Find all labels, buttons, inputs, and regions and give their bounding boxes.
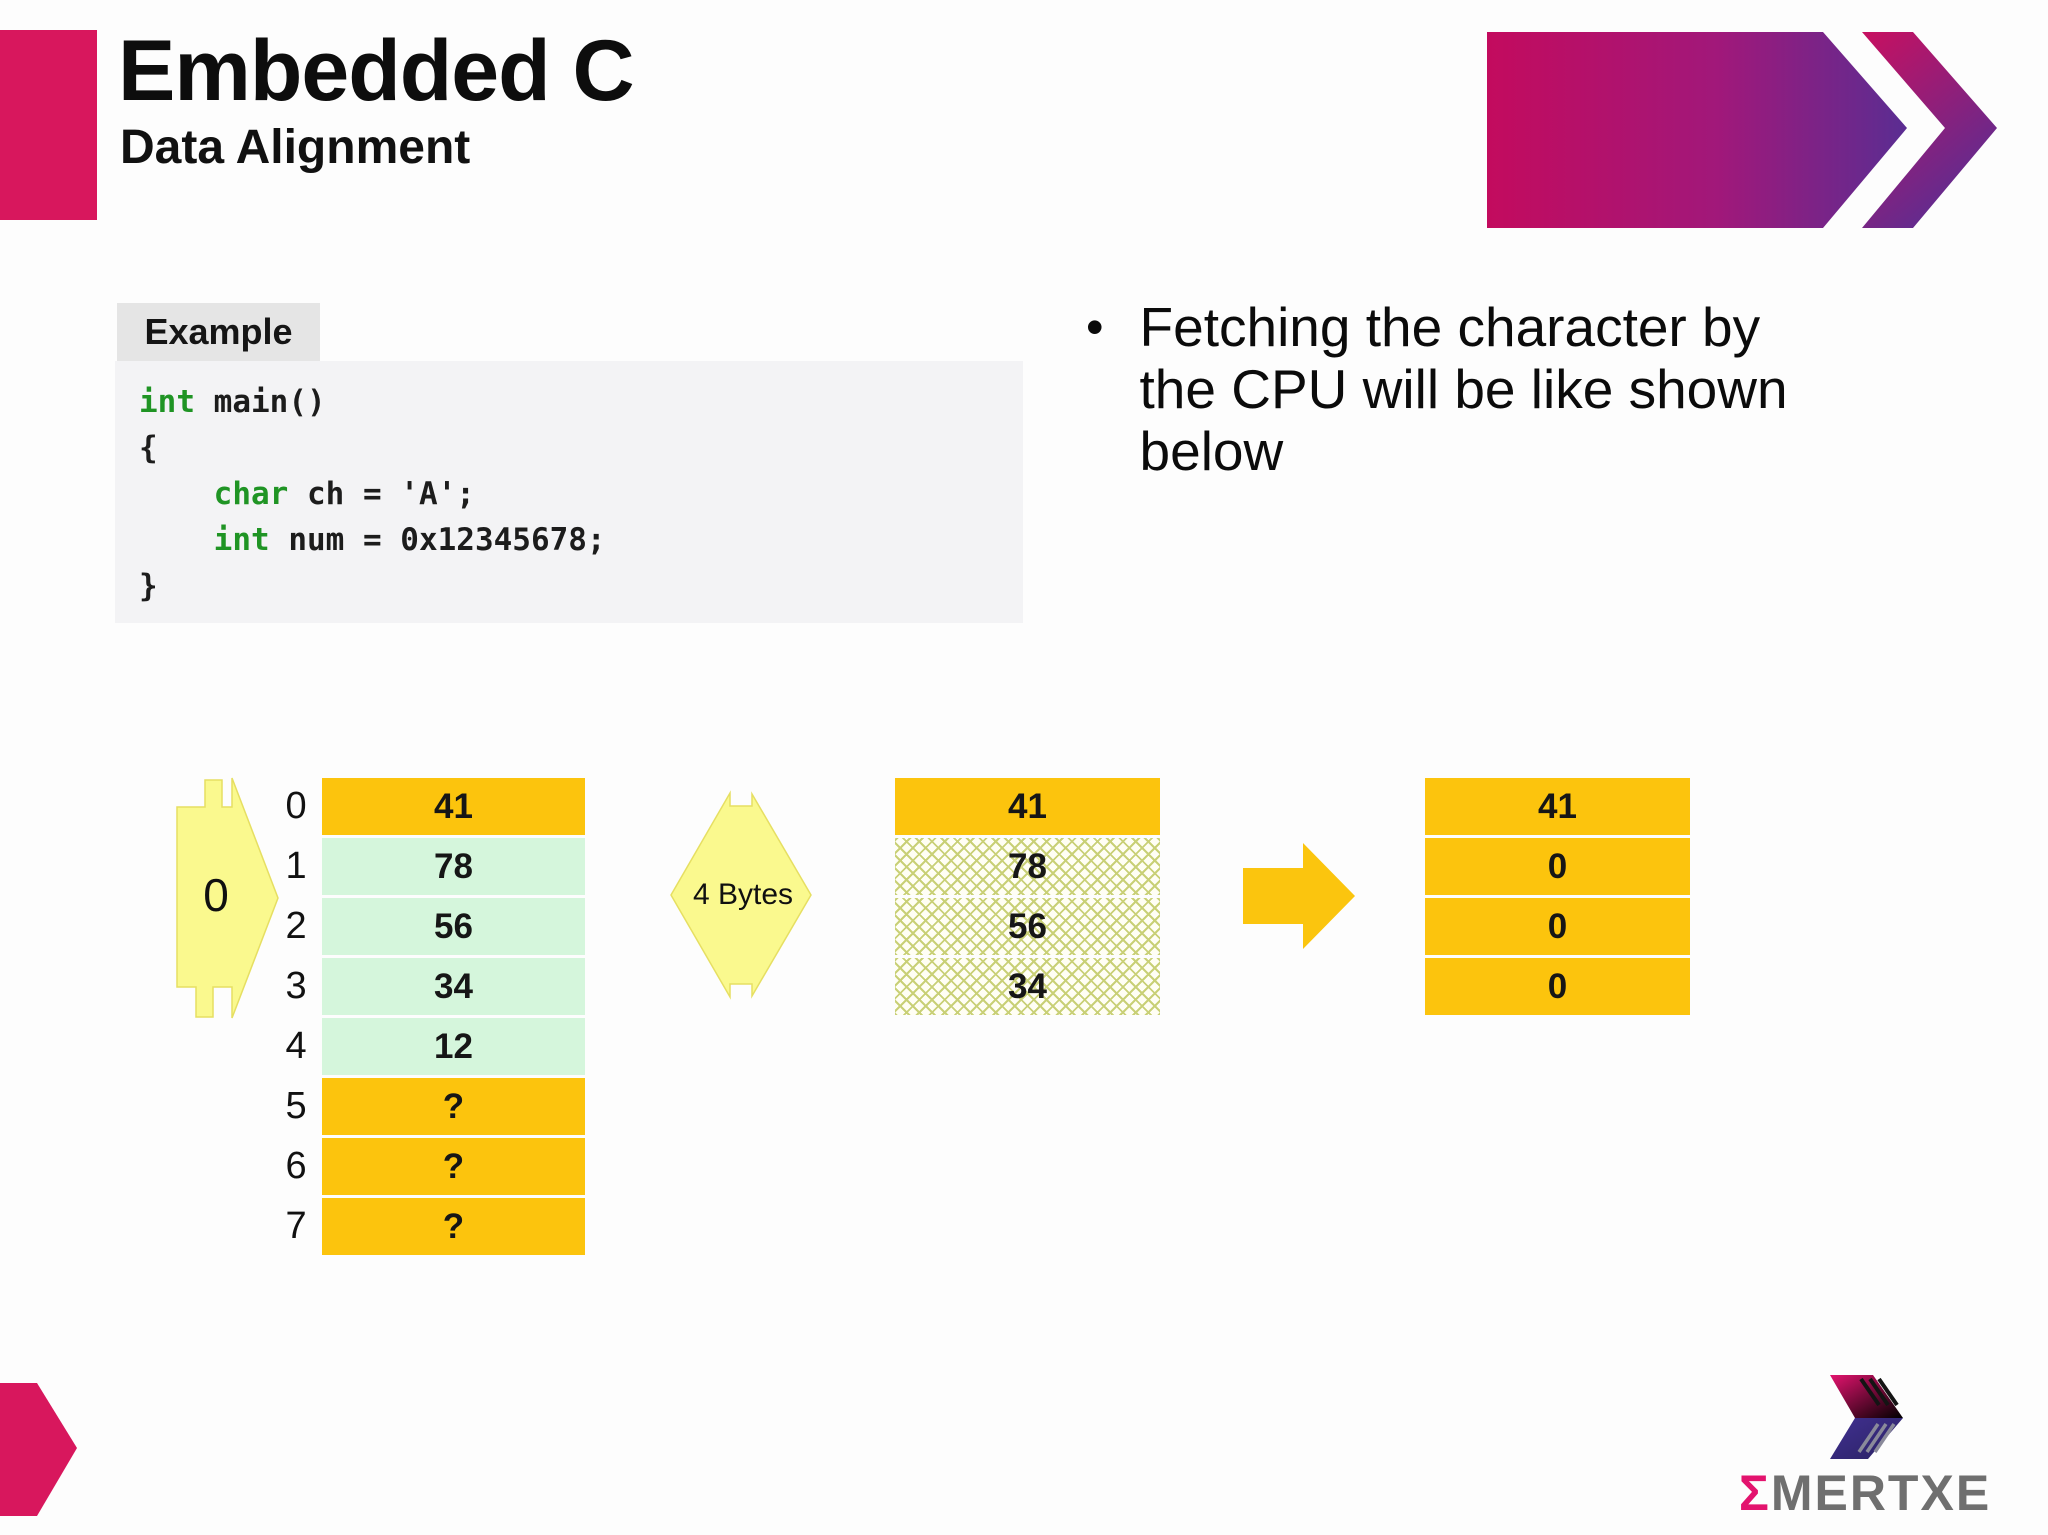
table-row: 0 — [1425, 838, 1690, 895]
bullet-item: • Fetching the character by the CPU will… — [1086, 296, 2006, 482]
code-line: int num = 0x12345678; — [139, 517, 1023, 563]
table-row: 0 — [1425, 958, 1690, 1015]
start-address-arrow — [176, 777, 279, 1019]
memory-cell: 0 — [1425, 958, 1690, 1015]
code-text: main() — [195, 384, 326, 420]
code-line: } — [139, 563, 1023, 609]
memory-cell: 41 — [895, 778, 1160, 835]
four-bytes-shape — [670, 790, 812, 1000]
code-line: char ch = 'A'; — [139, 471, 1023, 517]
code-line: int main() — [139, 379, 1023, 425]
memory-cell: 78 — [895, 838, 1160, 895]
four-bytes-label: 4 Bytes — [692, 878, 794, 911]
memory-cell: 78 — [322, 838, 585, 895]
chevron-shape — [1862, 32, 1997, 228]
logo: ΣMERTXE — [1700, 1362, 2030, 1522]
accent-rectangle — [0, 30, 97, 220]
code-text: num = 0x12345678; — [269, 522, 606, 558]
code-text: { — [139, 430, 158, 466]
memory-cell: ? — [322, 1198, 585, 1255]
table-row: 4 12 — [285, 1018, 585, 1075]
logo-wordmark: ΣMERTXE — [1700, 1464, 2030, 1522]
code-text: } — [139, 568, 158, 604]
corner-accent-shape — [0, 1383, 77, 1516]
memory-cell: 41 — [1425, 778, 1690, 835]
page-title: Embedded C — [118, 23, 635, 119]
table-row: 7 ? — [285, 1198, 585, 1255]
memory-cell: 56 — [895, 898, 1160, 955]
table-row: 0 41 — [285, 778, 585, 835]
bullet-line: the CPU will be like shown — [1139, 358, 1788, 420]
logo-chevron-icon — [1830, 1375, 1903, 1459]
bullet-line: below — [1139, 420, 1284, 482]
table-row: 0 — [1425, 898, 1690, 955]
code-keyword: int — [139, 384, 195, 420]
code-keyword: int — [213, 522, 270, 558]
address-label: 2 — [285, 905, 307, 947]
table-row: 6 ? — [285, 1138, 585, 1195]
memory-cell: 0 — [1425, 898, 1690, 955]
table-row: 34 — [895, 958, 1160, 1015]
address-label: 5 — [285, 1085, 307, 1127]
page-subtitle: Data Alignment — [120, 121, 471, 174]
bullet-text: Fetching the character by the CPU will b… — [1140, 296, 1788, 482]
table-row: 78 — [895, 838, 1160, 895]
logo-sigma: Σ — [1738, 1465, 1771, 1521]
code-indent — [139, 476, 214, 512]
memory-cell: ? — [322, 1138, 585, 1195]
bullet-line: Fetching the character by — [1139, 296, 1761, 358]
address-label: 0 — [285, 785, 307, 827]
result-arrow — [1243, 843, 1355, 949]
table-row: 5 ? — [285, 1078, 585, 1135]
memory-cell: 56 — [322, 898, 585, 955]
logo-text: MERTXE — [1770, 1465, 1992, 1521]
code-indent — [139, 522, 214, 558]
address-label: 1 — [285, 845, 307, 887]
code-keyword: char — [213, 476, 289, 512]
table-row: 1 78 — [285, 838, 585, 895]
big-arrow-shape — [1487, 32, 1907, 228]
memory-cell: 41 — [322, 778, 585, 835]
table-row: 3 34 — [285, 958, 585, 1015]
address-label: 6 — [285, 1145, 307, 1187]
memory-cell: ? — [322, 1078, 585, 1135]
table-row: 56 — [895, 898, 1160, 955]
table-row: 41 — [1425, 778, 1690, 835]
memory-cell: 12 — [322, 1018, 585, 1075]
code-block: int main() { char ch = 'A'; int num = 0x… — [115, 361, 1023, 623]
table-row: 41 — [895, 778, 1160, 835]
memory-cell: 0 — [1425, 838, 1690, 895]
start-address-label: 0 — [203, 869, 229, 921]
example-label: Example — [117, 303, 320, 361]
result-table: 41 0 0 0 — [1425, 778, 1690, 1018]
address-label: 7 — [285, 1205, 307, 1247]
memory-cell: 34 — [322, 958, 585, 1015]
code-line: { — [139, 425, 1023, 471]
bullet-marker: • — [1086, 299, 1104, 355]
memory-cell: 34 — [895, 958, 1160, 1015]
table-row: 2 56 — [285, 898, 585, 955]
code-text: ch = 'A'; — [288, 476, 475, 512]
memory-table: 0 41 1 78 2 56 3 34 4 12 — [285, 778, 585, 1258]
address-label: 4 — [285, 1025, 307, 1067]
address-label: 3 — [285, 965, 307, 1007]
fetched-word-table: 41 78 56 34 — [895, 778, 1160, 1018]
header-arrow-graphic — [1487, 32, 1997, 228]
